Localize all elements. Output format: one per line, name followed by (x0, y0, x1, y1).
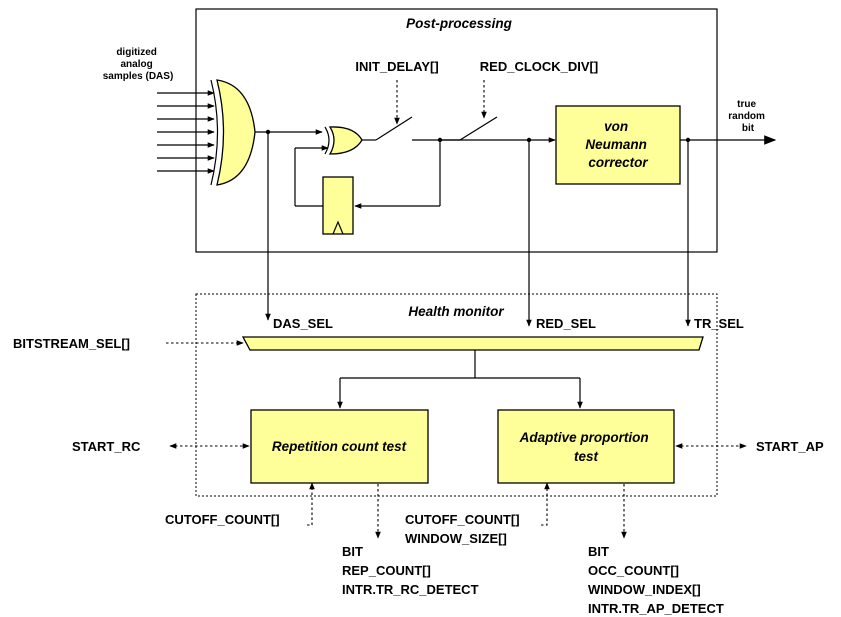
rc-output-labels: BIT REP_COUNT[] INTR.TR_RC_DETECT (342, 544, 479, 597)
adaptive-proportion-test-block: Adaptive proportion test (497, 409, 675, 484)
tr-sel-label: TR_SEL (694, 316, 744, 331)
ap-input-labels: CUTOFF_COUNT[] WINDOW_SIZE[] (405, 512, 523, 546)
von-neumann-corrector: von Neumann corrector (555, 105, 681, 185)
start-rc-label: START_RC (72, 439, 141, 454)
post-processing-title: Post-processing (406, 16, 513, 31)
start-ap-label: START_AP (756, 439, 824, 454)
ap-output-labels: BIT OCC_COUNT[] WINDOW_INDEX[] INTR.TR_A… (588, 544, 724, 616)
post-processing-frame (195, 8, 718, 253)
das-sel-label: DAS_SEL (273, 316, 333, 331)
delay-register (322, 176, 354, 235)
input-label: digitized analog samples (DAS) (103, 47, 174, 82)
bitstream-sel-label: BITSTREAM_SEL[] (13, 336, 130, 351)
svg-text:Adaptive proportion test: Adaptive proportion test (519, 430, 653, 464)
red-sel-label: RED_SEL (536, 316, 596, 331)
output-label: true random bit (728, 99, 767, 134)
init-delay-switch (375, 116, 413, 141)
svg-text:von Neumann correc: von Neumann corrector (585, 119, 650, 170)
red-clock-div-switch (459, 116, 498, 141)
bitstream-mux (241, 336, 704, 351)
svg-text:Repetition count test: Repetition count test (272, 439, 407, 454)
das-input-arrows (157, 90, 215, 174)
feedback-xor-gate (324, 126, 363, 155)
health-monitor-frame (195, 293, 718, 497)
red-clock-div-label: RED_CLOCK_DIV[] (480, 59, 598, 74)
repetition-count-test-block: Repetition count test (250, 409, 429, 484)
rc-cutoff-count-label: CUTOFF_COUNT[] (165, 512, 280, 527)
init-delay-label: INIT_DELAY[] (355, 59, 438, 74)
input-xor-gate (210, 79, 256, 186)
health-monitor-title: Health monitor (408, 304, 504, 319)
